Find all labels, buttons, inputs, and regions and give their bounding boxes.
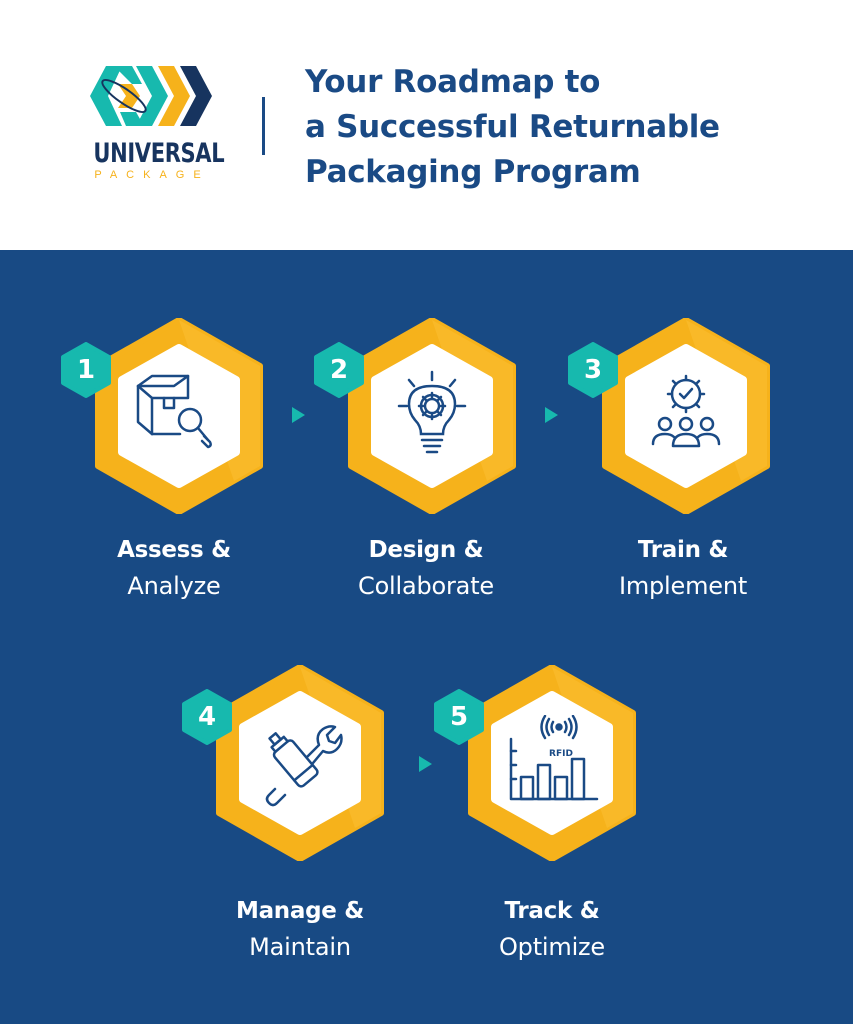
step-label-bold: Manage & bbox=[235, 898, 365, 924]
step-number-badge bbox=[61, 342, 111, 398]
step-number: 2 bbox=[329, 355, 349, 385]
step-number: 5 bbox=[449, 702, 469, 732]
title-line-3: Packaging Program bbox=[305, 154, 641, 190]
lightbulb-gear-icon bbox=[397, 370, 467, 454]
step-1: 1 bbox=[61, 318, 274, 618]
universal-package-logo: UNIVERSAL PACKAGE bbox=[78, 56, 225, 186]
step-label-bold: Assess & bbox=[117, 537, 231, 563]
arrow-right-icon bbox=[292, 407, 305, 423]
step-label-regular: Maintain bbox=[249, 933, 351, 961]
step-4: 4 bbox=[182, 665, 395, 965]
page-title: Your Roadmap to a Successful Returnable … bbox=[305, 60, 825, 195]
step-number: 4 bbox=[197, 702, 217, 732]
step-label-bold: Train & bbox=[637, 537, 729, 563]
step-3-label: Train & Implement bbox=[563, 532, 803, 604]
step-5: RFID 5 bbox=[434, 665, 647, 965]
step-5-label: Track & Optimize bbox=[432, 893, 672, 965]
step-number-badge bbox=[434, 689, 484, 745]
arrow-right-icon bbox=[545, 407, 558, 423]
logo-chevrons-icon bbox=[90, 66, 212, 126]
step-3: 3 bbox=[568, 318, 781, 618]
spray-can-wrench-icon bbox=[265, 725, 343, 807]
hexagon-frame bbox=[216, 665, 384, 861]
header: UNIVERSAL PACKAGE Your Roadmap to a Succ… bbox=[0, 0, 853, 250]
step-number: 3 bbox=[583, 355, 603, 385]
rfid-bar-chart-icon bbox=[509, 715, 599, 801]
step-2: 2 bbox=[314, 318, 527, 618]
arrow-right-icon bbox=[419, 756, 432, 772]
step-number-badge bbox=[182, 689, 232, 745]
step-4-label: Manage & Maintain bbox=[180, 893, 420, 965]
step-label-regular: Optimize bbox=[498, 933, 605, 961]
hexagon-frame bbox=[602, 318, 770, 514]
step-number-badge bbox=[568, 342, 618, 398]
step-label-bold: Track & bbox=[504, 898, 600, 924]
title-line-2: a Successful Returnable bbox=[305, 109, 720, 145]
title-line-1: Your Roadmap to bbox=[305, 64, 601, 100]
step-number-badge bbox=[314, 342, 364, 398]
team-gear-check-icon bbox=[651, 374, 721, 448]
step-label-bold: Design & bbox=[368, 537, 484, 563]
hexagon-frame bbox=[468, 665, 636, 861]
step-number: 1 bbox=[76, 355, 96, 385]
header-divider bbox=[262, 97, 265, 155]
step-1-label: Assess & Analyze bbox=[54, 532, 294, 604]
step-2-label: Design & Collaborate bbox=[306, 532, 546, 604]
logo-subtitle: PACKAGE bbox=[94, 169, 210, 181]
rfid-label: RFID bbox=[549, 749, 573, 759]
logo-wordmark: UNIVERSAL bbox=[93, 138, 225, 169]
step-label-regular: Analyze bbox=[127, 572, 221, 600]
step-label-regular: Implement bbox=[618, 572, 748, 600]
box-magnifier-icon bbox=[136, 374, 212, 449]
step-label-regular: Collaborate bbox=[358, 572, 494, 600]
